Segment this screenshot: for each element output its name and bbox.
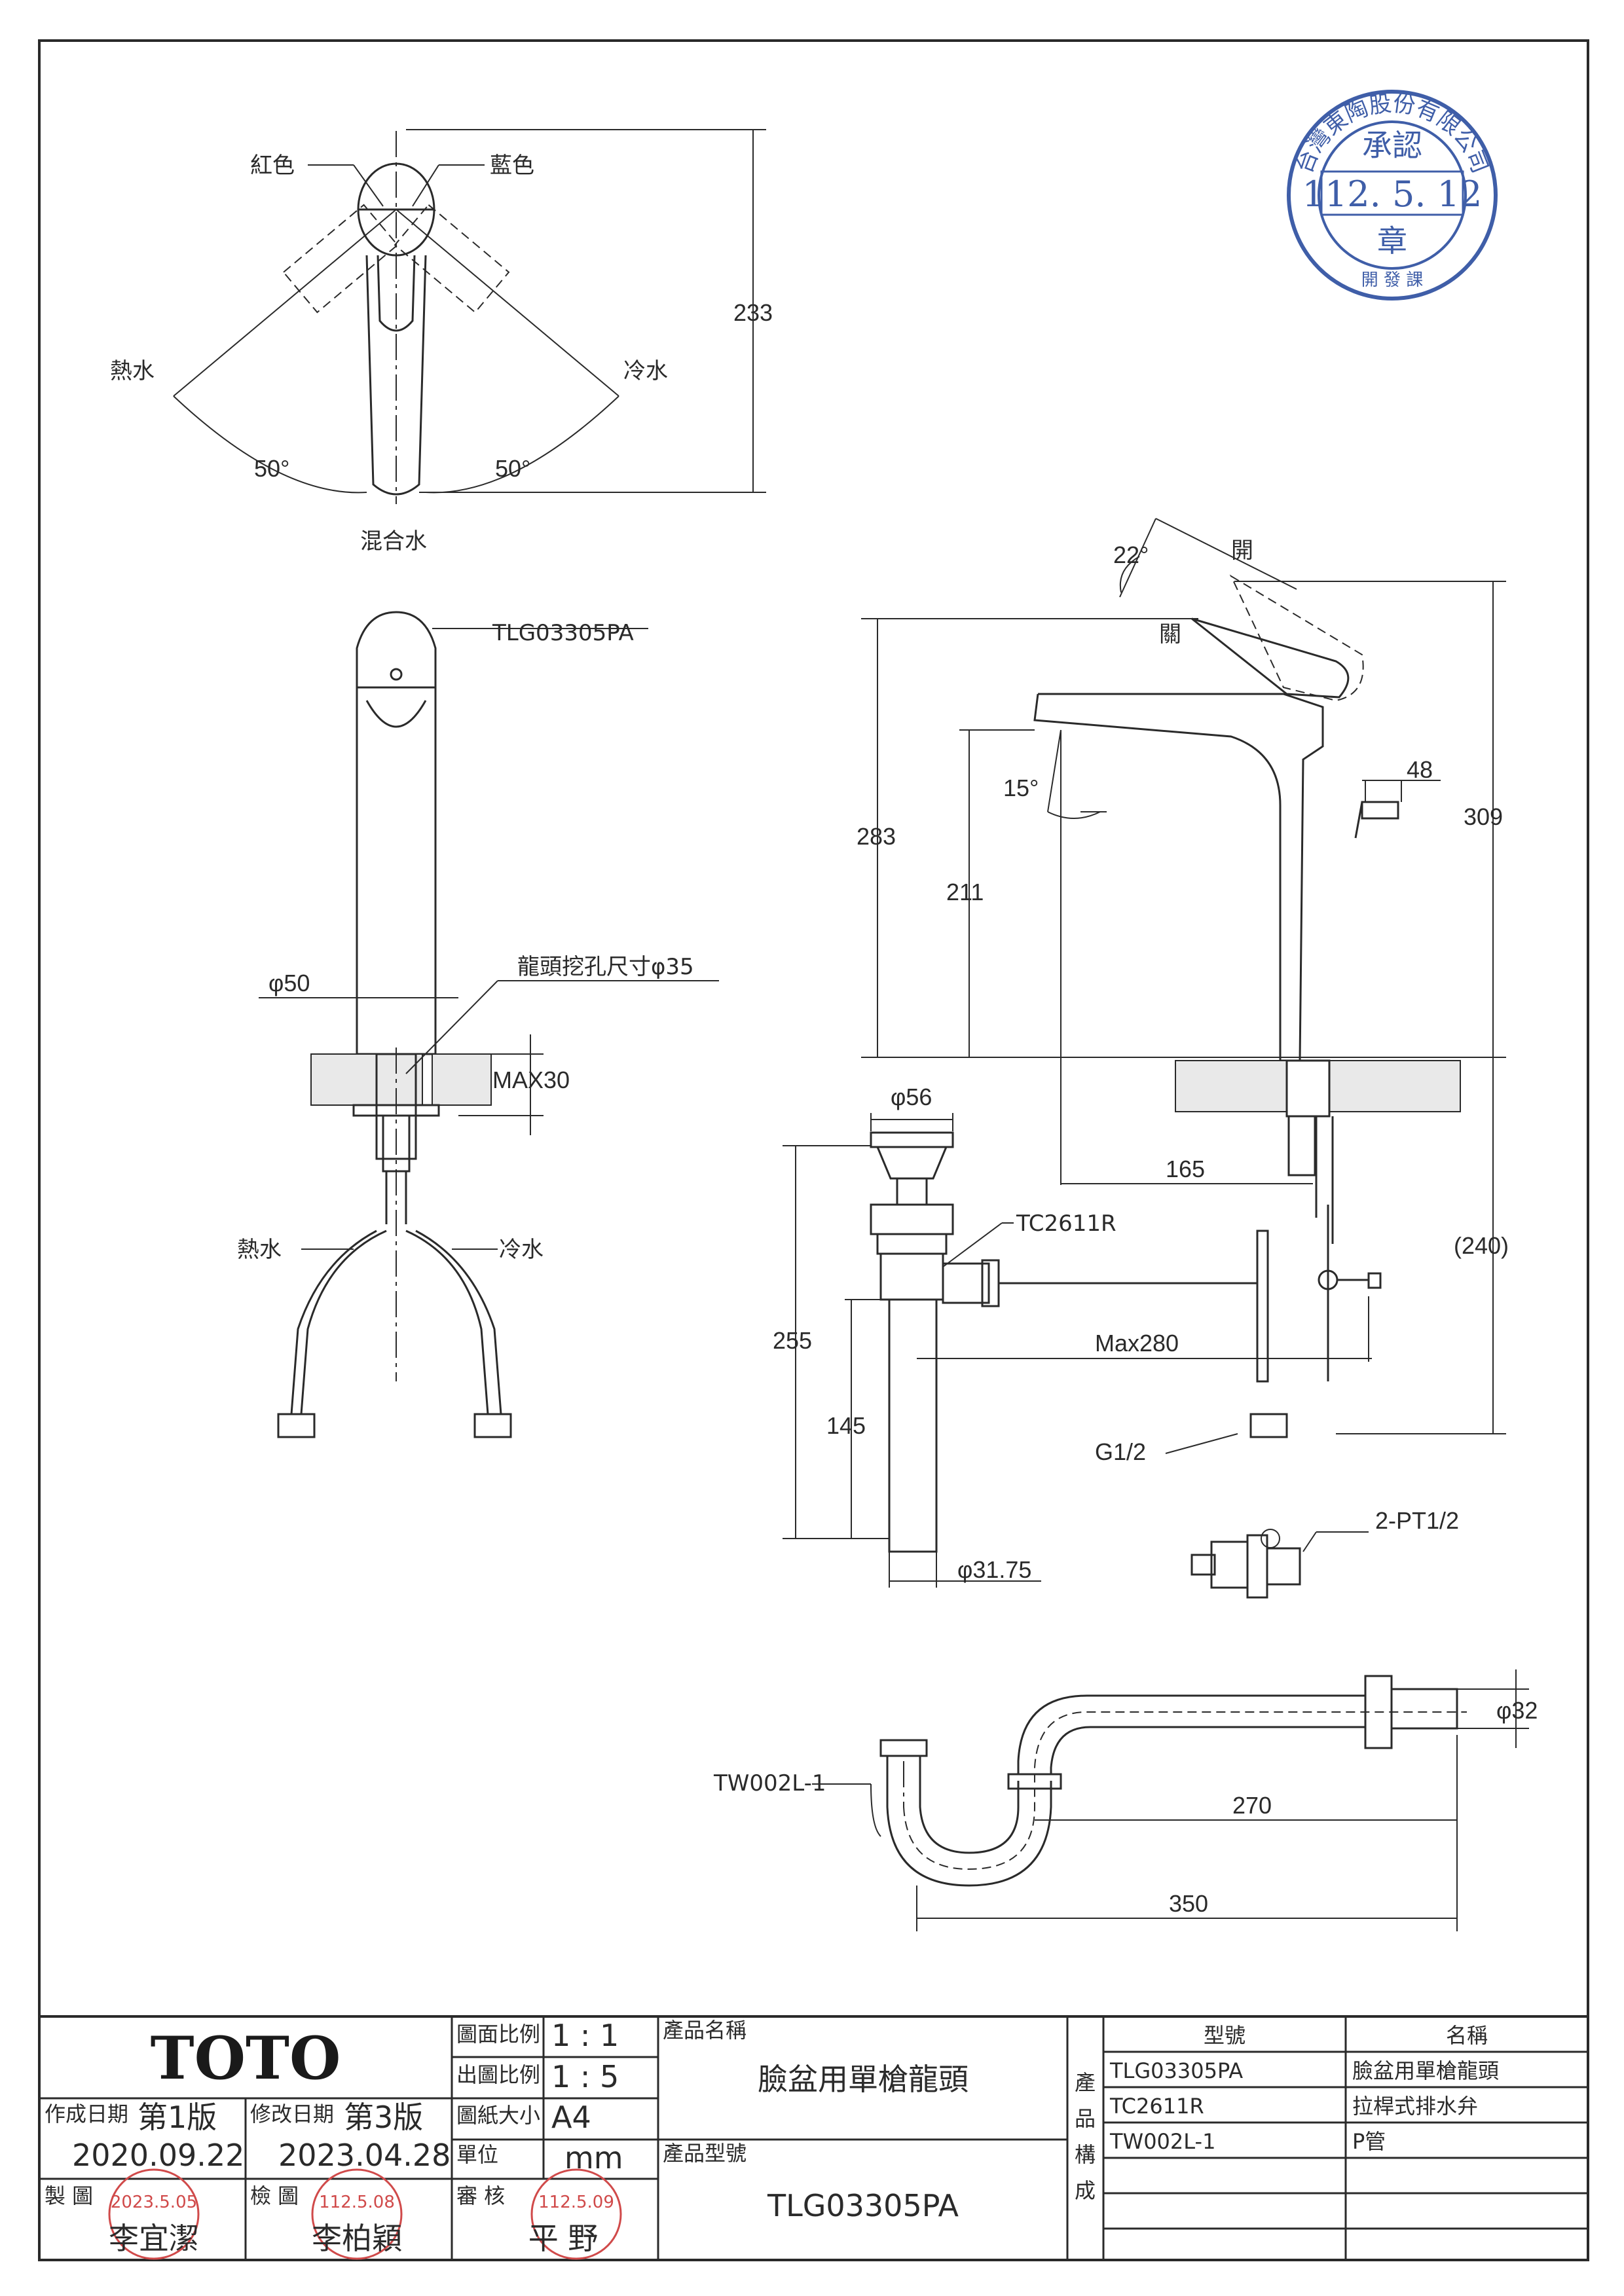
composition-char-4: 成 — [1075, 2178, 1096, 2203]
paper-label: 圖紙大小 — [456, 2103, 540, 2128]
front-cold-label: 冷水 — [499, 1237, 544, 1263]
bom-row-1-model: TLG03305PA — [1109, 2058, 1243, 2083]
max-thickness: MAX30 — [492, 1066, 570, 1093]
created-date: 2020.09.22 — [72, 2138, 244, 2173]
drawn-label: 製 圖 — [45, 2183, 93, 2208]
bom-row-3-name: P管 — [1352, 2129, 1386, 2154]
checked-label: 檢 圖 — [250, 2183, 299, 2208]
created-label: 作成日期 — [45, 2102, 128, 2126]
bom-row-2-model: TC2611R — [1109, 2094, 1204, 2119]
toto-logo: TOTO — [151, 2024, 341, 2093]
max-rod: Max280 — [1095, 1330, 1179, 1357]
front-view: TLG03305PA φ50 龍頭挖孔尺寸φ35 MAX30 熱水 冷水 — [237, 611, 719, 1438]
dim-309: 309 — [1464, 803, 1503, 830]
angle-15: 15° — [1003, 774, 1039, 801]
cold-label: 冷水 — [623, 358, 668, 384]
revised-date: 2023.04.28 — [278, 2138, 451, 2173]
dim-350: 350 — [1169, 1890, 1208, 1917]
dim-211: 211 — [946, 879, 984, 905]
created-version: 第1版 — [138, 2100, 217, 2135]
approved-name: 平 野 — [528, 2221, 599, 2256]
trap-diameter: φ32 — [1496, 1697, 1538, 1724]
open-label: 開 — [1231, 538, 1253, 564]
scale-label: 圖面比例 — [456, 2022, 540, 2047]
bom-row-2-name: 拉桿式排水弁 — [1352, 2094, 1478, 2119]
drawn-name: 李宜潔 — [109, 2221, 199, 2256]
dim-270: 270 — [1232, 1792, 1272, 1819]
approval-seal: 台灣東陶股份有限公司 承認 112. 5. 12 章 開 發 課 — [1287, 90, 1498, 301]
product-name: 臉盆用單槍龍頭 — [758, 2062, 969, 2097]
seal-date: 112. 5. 12 — [1302, 173, 1483, 215]
hole-callout: 龍頭挖孔尺寸φ35 — [517, 954, 694, 980]
blue-label: 藍色 — [490, 153, 534, 179]
drain-assembly: φ56 TC2611R 255 145 Max280 G1/2 φ31.75 2… — [773, 1084, 1459, 1599]
angle-right: 50° — [495, 455, 530, 482]
pipe-diameter: φ31.75 — [957, 1556, 1031, 1583]
dim-255: 255 — [773, 1327, 812, 1354]
hot-label: 熱水 — [110, 358, 155, 384]
unit-label: 單位 — [456, 2142, 498, 2167]
top-view: 紅色 藍色 熱水 冷水 50° 50° 混合水 233 — [110, 129, 773, 555]
model-callout: TLG03305PA — [492, 620, 634, 646]
composition-char-3: 構 — [1075, 2142, 1096, 2167]
angle-left: 50° — [254, 455, 289, 482]
dim-233: 233 — [733, 299, 773, 326]
angle-22: 22° — [1113, 541, 1149, 568]
front-hot-label: 熱水 — [237, 1237, 282, 1263]
revised-version: 第3版 — [344, 2100, 423, 2135]
red-label: 紅色 — [250, 153, 295, 179]
valve-callout: 2-PT1/2 — [1375, 1507, 1459, 1534]
title-block: TOTO 作成日期 第1版 2020.09.22 修改日期 第3版 2023.0… — [38, 2015, 1589, 2261]
paper-value: A4 — [551, 2100, 591, 2135]
diameter-56: φ56 — [891, 1084, 932, 1110]
bom-header-model: 型號 — [1204, 2023, 1246, 2048]
mixed-label: 混合水 — [360, 528, 427, 555]
product-name-label: 產品名稱 — [663, 2018, 747, 2043]
bom-header-name: 名稱 — [1446, 2023, 1488, 2048]
trap-callout: TW002L-1 — [713, 1770, 826, 1796]
side-view: 22° 開 關 15° 48 283 211 309 165 (240) — [857, 518, 1509, 1434]
checked-stamp-date: 112.5.08 — [319, 2193, 395, 2212]
drain-callout: TC2611R — [1016, 1211, 1116, 1237]
dim-240: (240) — [1454, 1232, 1509, 1259]
scale-value: 1 : 1 — [551, 2018, 619, 2053]
print-scale-label: 出圖比例 — [456, 2062, 540, 2087]
composition-char-1: 產 — [1075, 2070, 1096, 2095]
bom-row-1-name: 臉盆用單槍龍頭 — [1352, 2058, 1499, 2083]
drawn-stamp-date: 2023.5.05 — [111, 2193, 197, 2212]
dim-165: 165 — [1166, 1156, 1205, 1182]
product-model-label: 產品型號 — [663, 2141, 747, 2166]
closed-label: 關 — [1159, 621, 1181, 647]
p-trap: TW002L-1 φ32 270 350 — [713, 1669, 1538, 1931]
bom-row-3-model: TW002L-1 — [1109, 2129, 1215, 2154]
thread-g12: G1/2 — [1095, 1438, 1146, 1465]
print-scale-value: 1 : 5 — [551, 2059, 619, 2094]
approved-label: 審 核 — [456, 2183, 505, 2208]
approved-stamp-date: 112.5.09 — [538, 2193, 614, 2212]
composition-char-2: 品 — [1075, 2106, 1096, 2131]
seal-dept: 開 發 課 — [1361, 270, 1424, 290]
dim-283: 283 — [857, 823, 896, 850]
product-model: TLG03305PA — [767, 2188, 959, 2223]
seal-approved: 承認 — [1362, 128, 1422, 163]
diameter-50: φ50 — [268, 970, 310, 996]
seal-char: 章 — [1377, 223, 1407, 259]
checked-name: 李柏穎 — [312, 2221, 402, 2256]
dim-145: 145 — [826, 1412, 866, 1439]
dim-48: 48 — [1407, 756, 1433, 783]
revised-label: 修改日期 — [250, 2102, 334, 2126]
